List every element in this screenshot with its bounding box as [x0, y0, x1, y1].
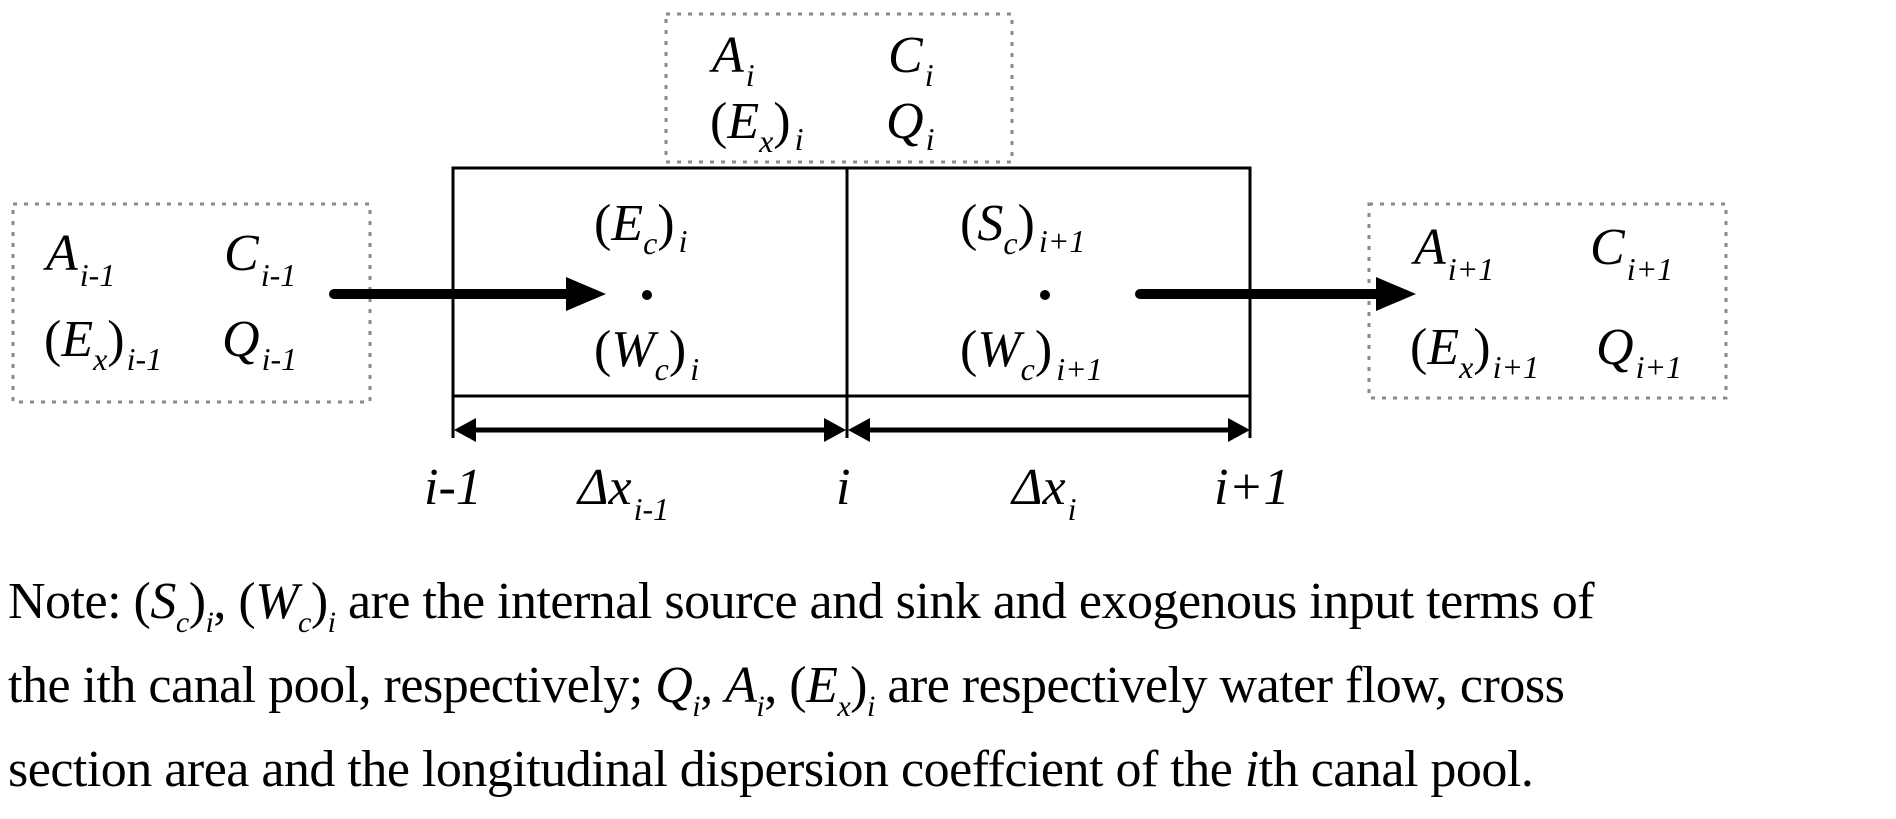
note-line-2-text: the ith canal pool, respectively; [8, 657, 656, 714]
left-flow-label: Qi-1 [222, 311, 297, 377]
left-cell-input-label: (Wc)i [594, 321, 699, 387]
note-sc-inner: c [175, 606, 189, 639]
figure-note: Note: (Sc)i, (Wc)i are the internal sour… [8, 560, 1896, 812]
note-a-base: A [725, 657, 757, 714]
top-dotted-box [664, 12, 1014, 164]
right-dispersion-label: (Ex)i+1 [1410, 319, 1539, 385]
note-ital-i: i [1244, 741, 1259, 798]
note-sep: , [764, 657, 790, 714]
flow-arrow-in [329, 277, 606, 311]
note-ex-inner: x [837, 690, 851, 723]
note-ex-base: E [806, 657, 838, 714]
note-line-1-text: are the internal source and sink and exo… [335, 573, 1595, 630]
note-sep: , [213, 573, 239, 630]
note-sep: , [700, 657, 726, 714]
canal-pool-diagram: Ai Ci (Ex)i Qi Ai-1 Ci-1 (Ex)i-1 Qi-1 Ai… [11, 12, 1728, 527]
note-wc-sub: i [327, 606, 336, 639]
left-dotted-box [11, 202, 372, 404]
top-dispersion-label: (Ex)i [710, 93, 804, 159]
node-label-i: i [836, 459, 850, 516]
note-line-2-suffix: are respectively water flow, cross [874, 657, 1565, 714]
dx-label-right: Δxi [1010, 459, 1077, 527]
right-cell-input-label: (Wc)i+1 [960, 321, 1103, 387]
top-concentration-label: Ci [888, 27, 934, 93]
top-area-label: Ai [709, 27, 755, 93]
note-q-base: Q [655, 657, 693, 714]
node-dot-right [1040, 290, 1050, 300]
left-area-label: Ai-1 [43, 225, 115, 293]
dx-label-left: Δxi-1 [576, 459, 669, 527]
note-prefix: Note: [8, 573, 134, 630]
note-line-2: the ith canal pool, respectively; Qi, Ai… [8, 657, 1565, 723]
top-flow-label: Qi [886, 93, 934, 157]
note-a-sub: i [756, 690, 765, 723]
note-line-1: Note: (Sc)i, (Wc)i are the internal sour… [8, 573, 1595, 639]
left-concentration-label: Ci-1 [224, 225, 296, 293]
note-line-3: section area and the longitudinal disper… [8, 728, 1896, 812]
left-dispersion-label: (Ex)i-1 [44, 311, 162, 377]
right-cell-source-label: (Sc)i+1 [960, 195, 1085, 261]
left-cell-source-label: (Ec)i [594, 195, 688, 261]
flow-arrow-out [1135, 277, 1416, 311]
dimension-arrow-right [848, 418, 1250, 442]
node-label-i-plus-1: i+1 [1214, 459, 1290, 516]
node-dot-left [642, 290, 652, 300]
dimension-arrow-left [454, 418, 846, 442]
right-dotted-box [1367, 202, 1728, 400]
note-wc-inner: c [298, 606, 311, 639]
node-label-i-minus-1: i-1 [424, 459, 482, 516]
note-line-3-text: section area and the longitudinal disper… [8, 741, 1245, 798]
note-line-3-suffix: th canal pool. [1258, 741, 1534, 798]
right-flow-label: Qi+1 [1596, 319, 1682, 385]
note-sc-sub: i [205, 606, 214, 639]
note-wc-base: W [255, 573, 299, 630]
note-sc-base: S [150, 573, 176, 630]
note-q-sub: i [692, 690, 701, 723]
note-ex-sub: i [866, 690, 875, 723]
right-concentration-label: Ci+1 [1590, 219, 1673, 287]
right-area-label: Ai+1 [1411, 219, 1494, 287]
